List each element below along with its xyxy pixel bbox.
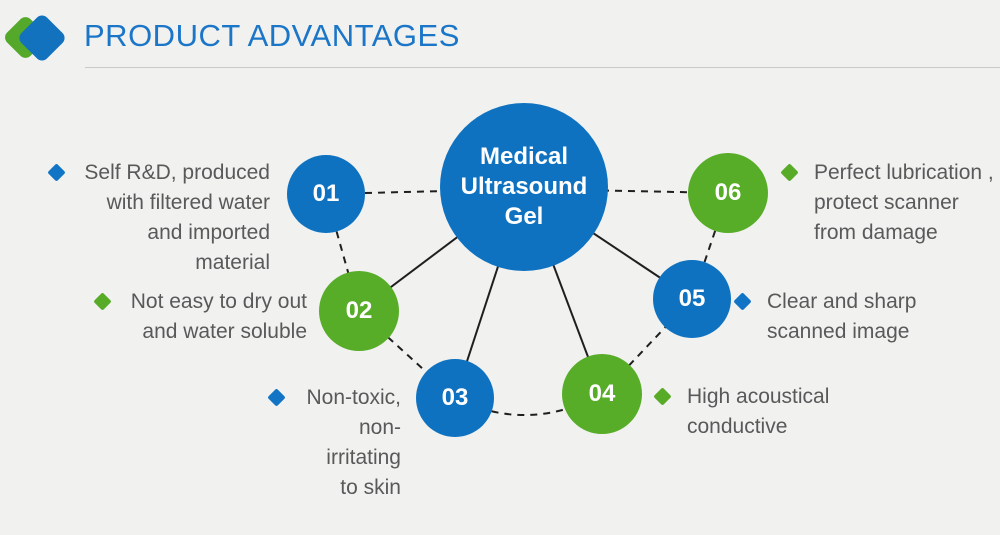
advantage-item-02: Not easy to dry out and water soluble xyxy=(93,287,307,347)
center-label-line: Gel xyxy=(504,203,544,230)
advantage-line: Clear and sharp xyxy=(767,290,917,313)
advantage-line: Non-toxic, xyxy=(306,386,401,409)
advantage-line: Self R&D, produced xyxy=(84,161,270,184)
diamond-bullet-icon xyxy=(93,292,112,311)
node-05-number: 05 xyxy=(678,285,706,312)
page-title: PRODUCT ADVANTAGES xyxy=(84,18,460,53)
center-node-medical-ultrasound-gel: Medical Ultrasound Gel xyxy=(440,103,608,271)
advantage-line: protect scanner xyxy=(814,191,959,214)
advantage-text: Perfect lubrication , protect scanner fr… xyxy=(814,158,998,248)
center-label-line: Ultrasound xyxy=(460,173,588,200)
node-04: 04 xyxy=(562,354,642,434)
header-divider xyxy=(85,67,1000,68)
advantage-line: scanned image xyxy=(767,320,910,343)
advantage-item-05: Clear and sharp scanned image xyxy=(733,287,966,347)
advantage-line: with filtered water xyxy=(106,191,270,214)
advantage-item-06: Perfect lubrication , protect scanner fr… xyxy=(780,158,998,248)
advantage-line: non-irritating xyxy=(326,416,401,469)
advantage-text: High acoustical conductive xyxy=(687,382,886,442)
advantage-text: Non-toxic, non-irritating to skin xyxy=(295,383,401,503)
advantage-line: from damage xyxy=(814,221,938,244)
node-04-number: 04 xyxy=(588,380,616,407)
advantage-line: Perfect lubrication , xyxy=(814,161,994,184)
node-03-number: 03 xyxy=(441,384,469,411)
advantage-line: Not easy to dry out xyxy=(130,290,307,313)
advantage-line: High acoustical xyxy=(687,385,830,408)
advantage-line: and imported xyxy=(147,221,270,244)
diamond-bullet-icon xyxy=(733,292,752,311)
center-node-label: Medical Ultrasound Gel xyxy=(440,142,608,232)
advantage-line: and water soluble xyxy=(142,320,307,343)
center-label-line: Medical xyxy=(479,143,569,170)
node-06-number: 06 xyxy=(714,179,742,206)
node-01-number: 01 xyxy=(312,180,340,207)
advantage-line: material xyxy=(195,251,270,274)
advantage-item-01: Self R&D, produced with filtered water a… xyxy=(47,158,270,278)
node-06: 06 xyxy=(688,153,768,233)
advantage-text: Not easy to dry out and water soluble xyxy=(121,287,307,347)
node-03: 03 xyxy=(416,359,494,437)
advantage-line: to skin xyxy=(340,476,401,499)
advantage-text: Clear and sharp scanned image xyxy=(767,287,966,347)
advantage-item-04: High acoustical conductive xyxy=(653,382,886,442)
advantage-line: conductive xyxy=(687,415,788,438)
diamond-bullet-icon xyxy=(47,163,66,182)
diamond-bullet-icon xyxy=(267,388,286,407)
node-05: 05 xyxy=(653,260,731,338)
diamond-bullet-icon xyxy=(780,163,799,182)
node-02: 02 xyxy=(319,271,399,351)
diamond-bullet-icon xyxy=(653,387,672,406)
node-02-number: 02 xyxy=(345,297,373,324)
advantage-text: Self R&D, produced with filtered water a… xyxy=(75,158,270,278)
node-01: 01 xyxy=(287,155,365,233)
advantage-item-03: Non-toxic, non-irritating to skin xyxy=(267,383,401,503)
